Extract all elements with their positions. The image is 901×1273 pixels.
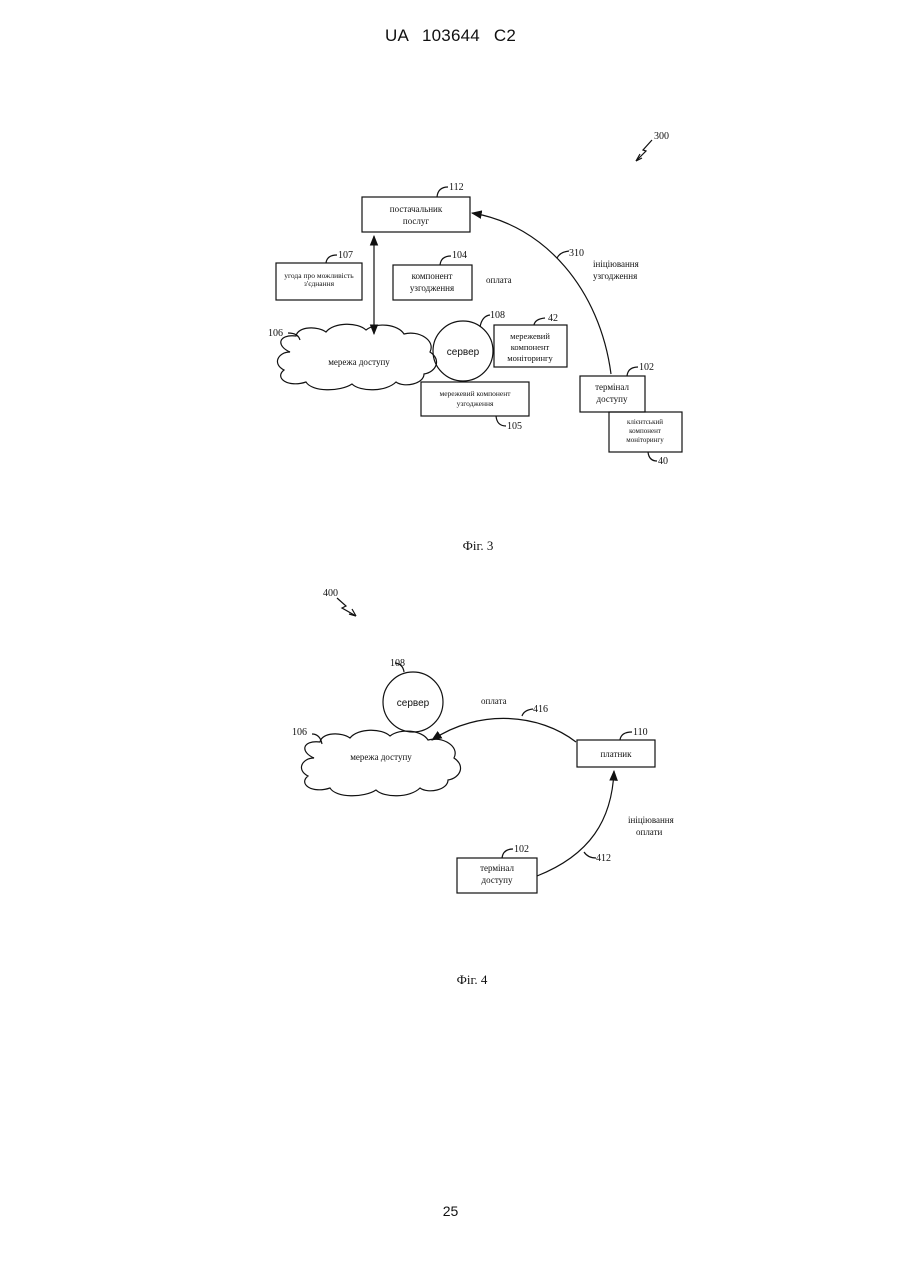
client-monitoring-line2: компонент: [629, 427, 661, 435]
ref-40: 40: [658, 456, 668, 467]
ref-104: 104: [452, 250, 467, 261]
ref-107-leader: [326, 255, 337, 263]
initiate-payment-line1: ініціювання: [628, 815, 674, 825]
ref-102-leader-fig3: [627, 367, 638, 376]
figure-4: 400 сервер 108 мережа доступу 106 платни…: [292, 588, 674, 987]
negotiation-component-line1: компонент: [412, 271, 453, 281]
ref-310-leader: [557, 251, 569, 258]
access-network-cloud-fig4: [301, 730, 460, 796]
fig3-caption: Фіг. 3: [463, 538, 494, 553]
ref-102-fig3: 102: [639, 362, 654, 373]
initiate-negotiation-line2: узгодження: [593, 271, 637, 281]
ref-102-leader-fig4: [502, 849, 513, 858]
server-label: сервер: [447, 347, 480, 358]
client-monitoring-line1: клієнтський: [627, 418, 663, 426]
access-network-label-fig4: мережа доступу: [350, 752, 412, 762]
initiate-payment-line2: оплати: [636, 827, 663, 837]
network-monitoring-line1: мережевий: [510, 331, 550, 341]
terminal-line1-fig4: термінал: [480, 863, 514, 873]
ref-108-fig4: 108: [390, 658, 405, 669]
ref-112: 112: [449, 182, 464, 193]
page-number: 25: [0, 1203, 901, 1219]
network-monitoring-line2: компонент: [511, 342, 550, 352]
client-monitoring-line3: моніторингу: [626, 436, 664, 444]
ref-108: 108: [490, 310, 505, 321]
network-negotiation-line2: узгодження: [457, 399, 494, 408]
fig4-caption: Фіг. 4: [457, 972, 488, 987]
ref-104-leader: [440, 256, 451, 265]
ref-107: 107: [338, 250, 353, 261]
ref-108-leader: [480, 315, 490, 327]
ref-300: 300: [654, 131, 669, 142]
ref-400: 400: [323, 588, 338, 599]
ref-110: 110: [633, 727, 648, 738]
initiate-negotiation-line1: ініціювання: [593, 259, 639, 269]
service-provider-box: [362, 197, 470, 232]
service-provider-line1: постачальник: [390, 204, 443, 214]
access-network-label: мережа доступу: [328, 357, 390, 367]
ref-40-leader: [648, 452, 657, 461]
ref-112-leader: [437, 187, 448, 197]
ref-416: 416: [533, 704, 548, 715]
ref-102-fig4: 102: [514, 844, 529, 855]
ref-310: 310: [569, 248, 584, 259]
ref-106: 106: [268, 328, 283, 339]
agreement-line2: з'єднання: [304, 279, 335, 288]
server-label-fig4: сервер: [397, 698, 430, 709]
terminal-line2-fig4: доступу: [482, 875, 513, 885]
ref-412-leader: [584, 852, 596, 858]
figure-3: 300 постачальник послуг 112 угода про мо…: [268, 131, 682, 553]
ref-42: 42: [548, 313, 558, 324]
network-negotiation-line1: мережевий компонент: [439, 389, 511, 398]
ref-106-fig4: 106: [292, 727, 307, 738]
ref-105: 105: [507, 421, 522, 432]
service-provider-line2: послуг: [403, 216, 430, 226]
ref-412: 412: [596, 853, 611, 864]
terminal-line1-fig3: термінал: [595, 382, 629, 392]
ref-105-leader: [496, 416, 506, 426]
payment-label-fig3: оплата: [486, 275, 512, 285]
terminal-line2-fig3: доступу: [597, 394, 628, 404]
payment-arc: [432, 718, 576, 742]
ref-416-leader: [522, 709, 533, 716]
ref-400-zigzag: [337, 598, 356, 616]
negotiation-component-line2: узгодження: [410, 283, 454, 293]
ref-110-leader: [620, 732, 632, 740]
ref-42-leader: [534, 318, 545, 325]
network-monitoring-line3: моніторингу: [507, 353, 553, 363]
payer-label: платник: [600, 749, 632, 759]
ref-106-leader: [288, 333, 300, 340]
payment-arc-label: оплата: [481, 696, 507, 706]
